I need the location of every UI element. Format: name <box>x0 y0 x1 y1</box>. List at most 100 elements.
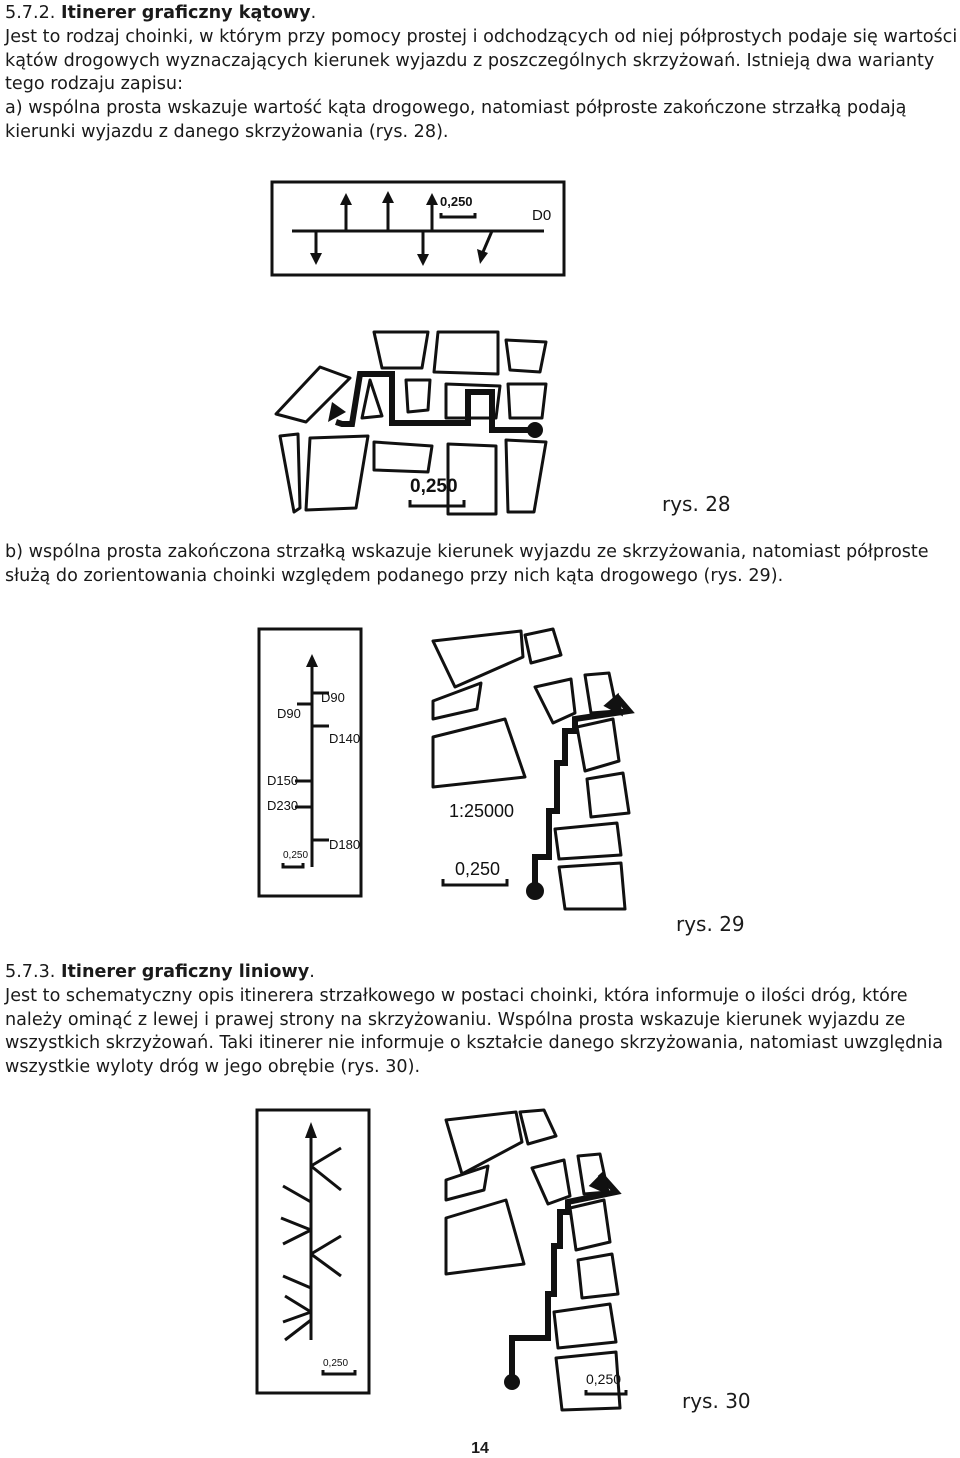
map-block <box>523 627 563 665</box>
title-period: . <box>310 3 317 23</box>
branch <box>282 1184 312 1204</box>
map-block <box>568 1198 612 1252</box>
branch <box>310 1252 342 1278</box>
section-number: 5.7.2. <box>5 3 56 23</box>
title-period: . <box>309 962 315 982</box>
map-block <box>432 330 500 376</box>
map-block <box>518 1108 558 1146</box>
map-scale: 1:25000 <box>449 801 514 821</box>
branch <box>310 1234 342 1256</box>
section-title: Itinerer graficzny kątowy <box>60 3 311 23</box>
map-distance: 0,250 <box>455 859 500 879</box>
map-block <box>372 440 434 474</box>
strip-angle: D0 <box>532 207 551 224</box>
map-block <box>576 1252 620 1300</box>
angle-label: D150 <box>267 773 298 788</box>
strip-distance: 0,250 <box>283 850 308 861</box>
scale-bar <box>584 1390 628 1396</box>
scale-bar <box>441 879 509 887</box>
map-block <box>404 378 432 414</box>
page-number: 14 <box>471 1440 489 1457</box>
fig28-strip: 0,250 D0 <box>270 180 566 277</box>
fig28-caption: rys. 28 <box>662 492 731 516</box>
arrow-down-icon <box>417 231 429 266</box>
fig29-map: 1:25000 0,250 <box>431 627 635 911</box>
scale-bar <box>321 1370 357 1376</box>
arrow-up-icon <box>306 654 318 667</box>
map-block <box>446 442 498 516</box>
branch <box>282 1310 312 1324</box>
route-arrow-icon <box>328 402 346 422</box>
arrow-down-left-icon <box>477 230 494 264</box>
variant-a-text: a) wspólna prosta wskazuje wartość kąta … <box>5 98 907 142</box>
map-block <box>530 1158 572 1206</box>
branch <box>282 1274 312 1290</box>
fig29-strip: D90 D90 D140 D150 D230 D180 0,250 <box>257 627 363 898</box>
map-block <box>304 434 370 512</box>
map-block <box>554 1350 622 1412</box>
map-block <box>506 382 548 420</box>
route-arrow-icon <box>603 692 624 717</box>
map-distance: 0,250 <box>410 476 458 497</box>
map-block <box>444 1198 526 1276</box>
fig30-strip: 0,250 <box>255 1108 371 1395</box>
start-point <box>527 422 543 438</box>
fig28-map: 0,250 <box>274 330 548 516</box>
map-block <box>372 330 430 370</box>
scale-bar <box>439 213 477 219</box>
fig30-caption: rys. 30 <box>682 1389 751 1413</box>
angle-label: D90 <box>321 690 345 705</box>
section-paragraph: Jest to schematyczny opis itinerera strz… <box>5 986 944 1078</box>
route-line <box>532 695 635 889</box>
arrow-up-icon <box>305 1122 317 1138</box>
section-title: Itinerer graficzny liniowy <box>60 962 310 982</box>
map-block <box>533 677 577 725</box>
branch <box>280 1216 312 1232</box>
arrow-up-icon <box>426 193 438 231</box>
angle-label: D140 <box>329 731 360 746</box>
arrow-up-icon <box>340 193 352 231</box>
start-point <box>504 1374 520 1390</box>
map-block <box>360 378 384 420</box>
map-block <box>431 717 527 789</box>
section-heading-572: 5.7.2. Itinerer graficzny kątowy. <box>5 2 960 26</box>
branch <box>284 1318 312 1342</box>
route-line <box>335 371 534 433</box>
section-heading-573: 5.7.3. Itinerer graficzny liniowy. <box>5 961 960 985</box>
map-block <box>444 382 502 420</box>
map-block <box>444 1164 490 1202</box>
branch <box>310 1146 342 1168</box>
map-block <box>553 821 623 861</box>
map-block <box>278 432 302 514</box>
angle-label: D230 <box>267 798 298 813</box>
map-block <box>431 681 483 721</box>
scale-bar <box>408 500 466 508</box>
strip-distance: 0,250 <box>323 1358 348 1369</box>
angle-label: D90 <box>277 706 301 721</box>
variant-b-text: b) wspólna prosta zakończona strzałką ws… <box>5 542 929 586</box>
map-block <box>504 438 548 514</box>
route-arrow-icon <box>588 1170 611 1196</box>
section-paragraph: Jest to rodzaj choinki, w którym przy po… <box>5 27 958 95</box>
map-block <box>504 338 548 374</box>
scale-bar <box>281 863 305 869</box>
map-block <box>585 771 631 819</box>
arrow-up-icon <box>382 191 394 231</box>
map-block <box>431 629 525 689</box>
map-block <box>274 365 352 424</box>
section-number: 5.7.3. <box>5 962 56 982</box>
branch <box>282 1228 312 1246</box>
fig30-map: 0,250 <box>444 1108 628 1412</box>
map-block <box>444 1110 524 1176</box>
branch <box>310 1164 342 1192</box>
map-distance: 0,250 <box>586 1371 621 1387</box>
map-block <box>557 861 627 911</box>
fig29-caption: rys. 29 <box>676 912 745 936</box>
arrow-down-icon <box>310 231 322 265</box>
branch <box>284 1294 312 1314</box>
angle-label: D180 <box>329 837 360 852</box>
strip-distance: 0,250 <box>440 194 473 209</box>
start-point <box>526 882 544 900</box>
map-block <box>552 1302 618 1350</box>
map-block <box>575 717 621 773</box>
